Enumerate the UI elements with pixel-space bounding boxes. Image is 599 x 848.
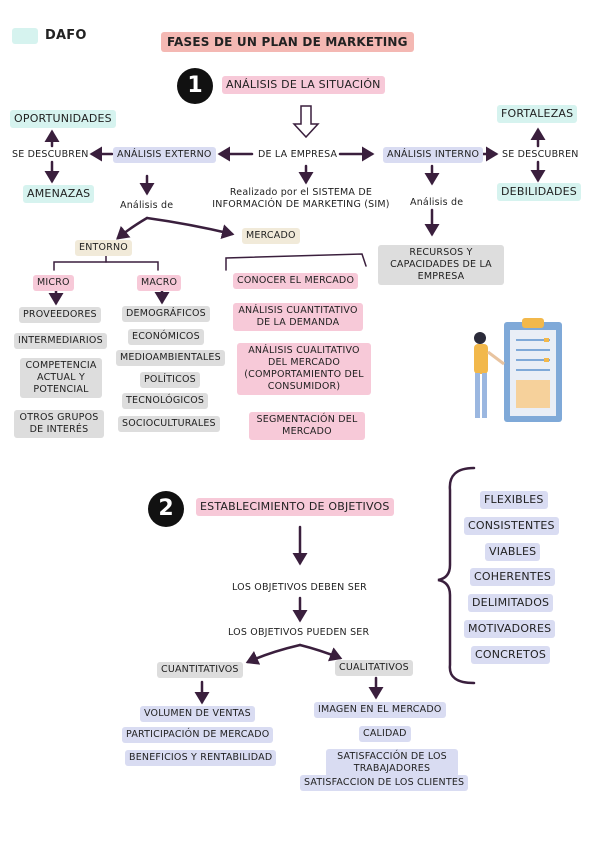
quality-item: MOTIVADORES: [464, 620, 556, 638]
micro-item: OTROS GRUPOS DE INTERÉS: [14, 410, 104, 438]
mercado-item: SEGMENTACIÓN DEL MERCADO: [249, 412, 365, 440]
cualitativo-item: CALIDAD: [359, 726, 411, 742]
sim-note: Realizado por el SISTEMA DE INFORMACIÓN …: [212, 187, 390, 210]
macro-item: SOCIOCULTURALES: [118, 416, 220, 432]
quality-item: FLEXIBLES: [480, 491, 548, 509]
mercado-item: CONOCER EL MERCADO: [233, 273, 359, 289]
cuantitativo-item: BENEFICIOS Y RENTABILIDAD: [125, 750, 277, 766]
amenazas: AMENAZAS: [23, 185, 95, 203]
cualitativo-item: SATISFACCION DE LOS CLIENTES: [300, 775, 469, 791]
step-number-1: 1: [177, 68, 213, 104]
person-with-clipboard-illustration: [474, 318, 562, 422]
macro-item: ECONÓMICOS: [128, 329, 204, 345]
external-analysis: ANÁLISIS EXTERNO: [113, 147, 216, 163]
oportunidades: OPORTUNIDADES: [10, 110, 116, 128]
mercado-item: ANÁLISIS CUALITATIVO DEL MERCADO (COMPOR…: [237, 343, 371, 395]
se-descubren-left: SE DESCUBREN: [12, 149, 89, 160]
analisis-de-left: Análisis de: [120, 200, 174, 211]
quality-item: COHERENTES: [470, 568, 556, 586]
macro-item: MEDIOAMBIENTALES: [116, 350, 225, 366]
quality-item: DELIMITADOS: [468, 594, 554, 612]
micro: MICRO: [33, 275, 74, 291]
debilidades: DEBILIDADES: [497, 183, 581, 201]
dafo-label: DAFO: [45, 28, 87, 43]
macro-item: POLÍTICOS: [140, 372, 200, 388]
mercado-item: ANÁLISIS CUANTITATIVO DE LA DEMANDA: [233, 303, 363, 331]
cualitativo-item: IMAGEN EN EL MERCADO: [314, 702, 446, 718]
micro-item: PROVEEDORES: [19, 307, 101, 323]
micro-item: COMPETENCIA ACTUAL Y POTENCIAL: [20, 358, 102, 398]
cuantitativos: CUANTITATIVOS: [157, 662, 243, 678]
macro-item: TECNOLÓGICOS: [122, 393, 209, 409]
quality-item: CONCRETOS: [471, 646, 551, 664]
micro-item: INTERMEDIARIOS: [14, 333, 107, 349]
section1-title: ANÁLISIS DE LA SITUACIÓN: [222, 76, 385, 94]
analisis-de-right: Análisis de: [410, 197, 464, 208]
page-title: FASES DE UN PLAN DE MARKETING: [161, 32, 414, 52]
se-descubren-right: SE DESCUBREN: [502, 149, 579, 160]
center-label: DE LA EMPRESA: [258, 149, 338, 160]
entorno: ENTORNO: [75, 240, 132, 256]
macro-item: DEMOGRÁFICOS: [122, 306, 210, 322]
recursos-capacidades: RECURSOS Y CAPACIDADES DE LA EMPRESA: [378, 245, 504, 285]
cuantitativo-item: PARTICIPACIÓN DE MERCADO: [122, 727, 274, 743]
fortalezas: FORTALEZAS: [497, 105, 578, 123]
quality-item: CONSISTENTES: [464, 517, 559, 535]
dafo-badge: [12, 28, 38, 44]
deben-ser: LOS OBJETIVOS DEBEN SER: [232, 582, 367, 593]
internal-analysis: ANÁLISIS INTERNO: [383, 147, 484, 163]
section2-title: ESTABLECIMIENTO DE OBJETIVOS: [196, 498, 394, 516]
mercado: MERCADO: [242, 228, 300, 244]
pueden-ser: LOS OBJETIVOS PUEDEN SER: [228, 627, 370, 638]
macro: MACRO: [137, 275, 182, 291]
cuantitativo-item: VOLUMEN DE VENTAS: [140, 706, 255, 722]
quality-item: VIABLES: [485, 543, 541, 561]
cualitativo-item: SATISFACCIÓN DE LOS TRABAJADORES: [326, 749, 458, 777]
cualitativos: CUALITATIVOS: [335, 660, 413, 676]
step-number-2: 2: [148, 491, 184, 527]
